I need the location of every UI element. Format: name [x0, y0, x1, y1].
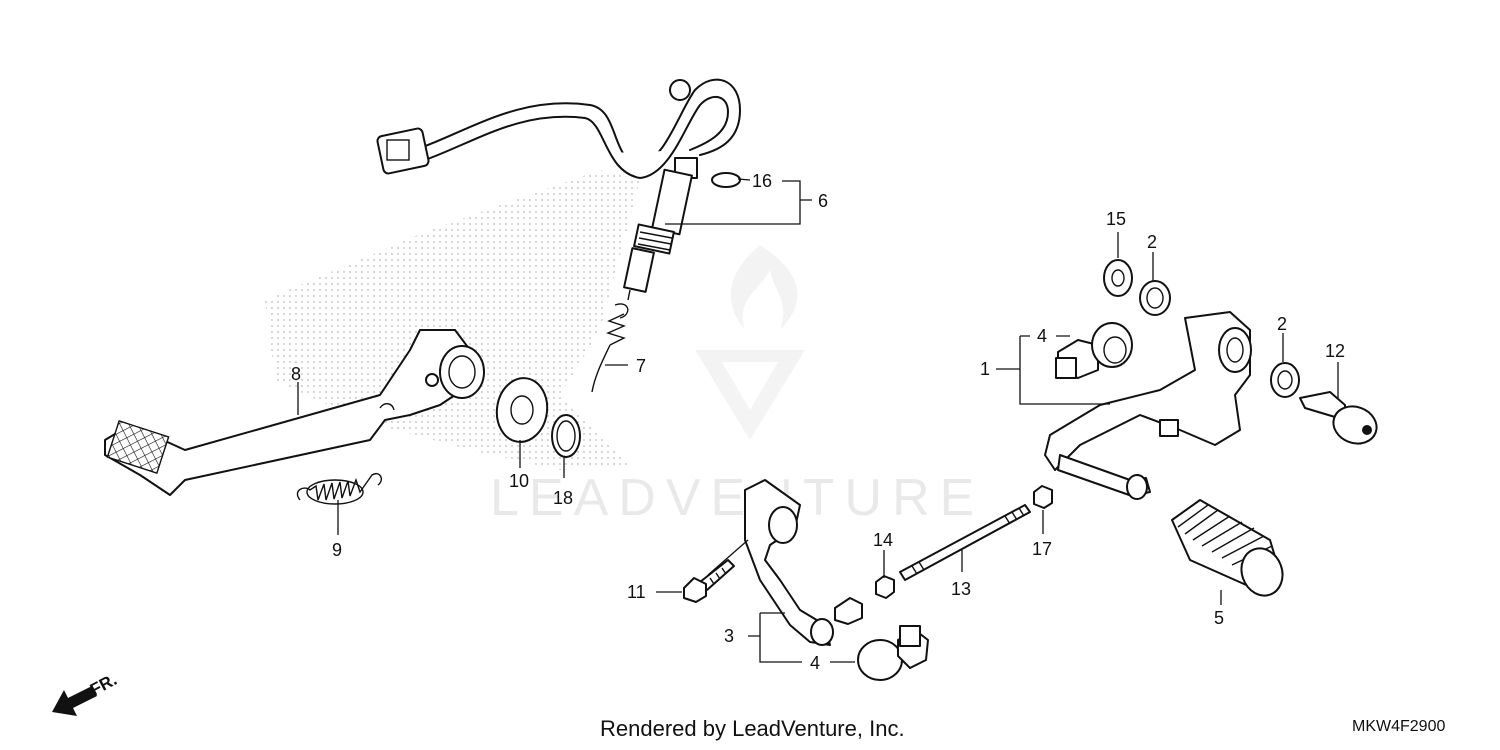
callout-2-right[interactable]: 2 — [1277, 314, 1287, 334]
callout-6[interactable]: 6 — [818, 191, 828, 211]
callout-12[interactable]: 12 — [1325, 341, 1345, 361]
part-11-bolt[interactable] — [683, 559, 735, 603]
part-2-bushing-right[interactable] — [1270, 362, 1300, 398]
part-10-washer[interactable] — [493, 375, 551, 445]
part-4-joint-lower[interactable] — [857, 625, 929, 681]
part-12-bolt[interactable] — [1299, 391, 1382, 449]
part-14-nut[interactable] — [875, 575, 895, 599]
callout-7[interactable]: 7 — [636, 356, 646, 376]
part-7-spring[interactable] — [591, 303, 629, 393]
shaded-area — [265, 170, 640, 470]
part-5-peg-rubber[interactable] — [1171, 499, 1289, 601]
callout-4-lower[interactable]: 4 — [810, 653, 820, 673]
watermark-text: LEADVENTURE — [490, 469, 984, 527]
callout-9[interactable]: 9 — [332, 540, 342, 560]
callout-2-upper[interactable]: 2 — [1147, 232, 1157, 252]
callout-17[interactable]: 17 — [1032, 539, 1052, 559]
diagram-code: MKW4F2900 — [1352, 718, 1446, 735]
part-3-shift-arm[interactable] — [744, 479, 863, 646]
part-16-clip[interactable] — [711, 172, 741, 188]
part-17-nut[interactable] — [1033, 485, 1053, 509]
callout-10[interactable]: 10 — [509, 471, 529, 491]
callout-13[interactable]: 13 — [951, 579, 971, 599]
callout-5[interactable]: 5 — [1214, 608, 1224, 628]
part-2-bushing-upper[interactable] — [1139, 280, 1171, 316]
callout-14[interactable]: 14 — [873, 530, 893, 550]
callout-3[interactable]: 3 — [724, 626, 734, 646]
leader-lines — [297, 178, 1339, 663]
callout-18[interactable]: 18 — [553, 488, 573, 508]
part-1-shift-lever[interactable] — [1044, 311, 1252, 500]
part-15-washer[interactable] — [1103, 259, 1133, 297]
callout-15[interactable]: 15 — [1106, 209, 1126, 229]
part-13-shift-rod[interactable] — [899, 504, 1031, 581]
part-9-return-spring[interactable] — [296, 473, 382, 505]
callout-11[interactable]: 11 — [627, 582, 646, 602]
callout-8[interactable]: 8 — [291, 364, 301, 384]
callout-1[interactable]: 1 — [980, 359, 990, 379]
front-direction-arrow: FR. — [52, 670, 120, 716]
part-8-brake-pedal[interactable] — [104, 329, 485, 496]
part-6-stop-switch[interactable] — [376, 78, 741, 301]
callout-16[interactable]: 16 — [752, 171, 772, 191]
rendered-by-credit: Rendered by LeadVenture, Inc. — [600, 716, 905, 741]
callout-labels: 16 6 7 8 9 10 18 1 4 15 2 2 12 14 13 17 … — [291, 171, 1345, 673]
part-18-circlip[interactable] — [551, 414, 581, 458]
part-4-joint-upper[interactable] — [1055, 322, 1133, 379]
watermark-logo — [695, 245, 805, 440]
callout-4-upper[interactable]: 4 — [1037, 326, 1047, 346]
